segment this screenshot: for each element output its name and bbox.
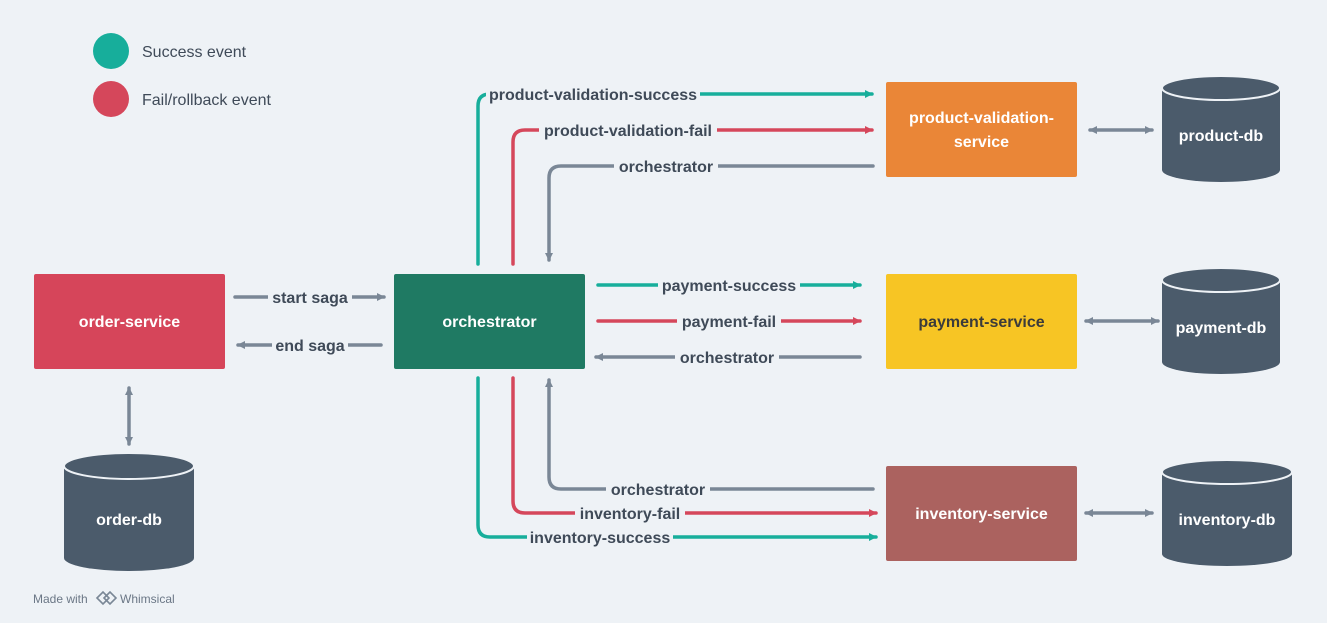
- legend: Success event Fail/rollback event: [93, 33, 272, 117]
- payment-orchestrator-label: orchestrator: [680, 350, 774, 367]
- success-legend-label: Success event: [142, 44, 247, 61]
- order-service-node[interactable]: order-service: [34, 274, 225, 369]
- payment-service-label: payment-service: [918, 314, 1044, 331]
- order-service-label: order-service: [79, 314, 180, 331]
- connectors: [125, 90, 1160, 541]
- product-validation-service-label-line2: service: [954, 134, 1009, 151]
- made-with-text: Made with: [33, 592, 88, 606]
- orchestrator-label: orchestrator: [442, 314, 536, 331]
- fail-legend-label: Fail/rollback event: [142, 92, 272, 109]
- product-validation-fail-arrow: [511, 126, 874, 266]
- order-db-cylinder[interactable]: order-db: [63, 452, 195, 571]
- inventory-fail-label: inventory-fail: [580, 506, 680, 523]
- inventory-orchestrator-arrow: [545, 378, 875, 491]
- inventory-db-cylinder[interactable]: inventory-db: [1161, 459, 1293, 566]
- inventory-success-label: inventory-success: [530, 530, 671, 547]
- orchestrator-node[interactable]: orchestrator: [394, 274, 585, 369]
- inventory-service-node[interactable]: inventory-service: [886, 466, 1077, 561]
- payment-fail-label: payment-fail: [682, 314, 776, 331]
- product-validation-service-label-line1: product-validation-: [909, 110, 1054, 127]
- inventory-fail-arrow: [511, 376, 878, 517]
- inventory-service-label: inventory-service: [915, 506, 1048, 523]
- footer: Made with Whimsical: [33, 590, 175, 606]
- success-legend-dot: [93, 33, 129, 69]
- start-saga-label: start saga: [272, 290, 348, 307]
- inventory-db-label: inventory-db: [1179, 512, 1276, 529]
- inventory-orchestrator-label: orchestrator: [611, 482, 705, 499]
- whimsical-logo-icon: [95, 590, 118, 606]
- product-validation-success-label: product-validation-success: [489, 87, 697, 104]
- fail-legend-dot: [93, 81, 129, 117]
- payment-service-node[interactable]: payment-service: [886, 274, 1077, 369]
- product-validation-success-arrow: [476, 90, 874, 266]
- edge-labels: start saga end saga product-validation-s…: [268, 84, 800, 547]
- inventory-success-arrow: [476, 376, 878, 541]
- payment-db-cylinder[interactable]: payment-db: [1161, 267, 1281, 374]
- product-validation-service-node[interactable]: product-validation- service: [886, 82, 1077, 177]
- product-db-cylinder[interactable]: product-db: [1161, 75, 1281, 182]
- product-validation-fail-label: product-validation-fail: [544, 123, 712, 140]
- order-db-label: order-db: [96, 512, 162, 529]
- product-orchestrator-label: orchestrator: [619, 159, 713, 176]
- product-db-label: product-db: [1179, 128, 1264, 145]
- end-saga-label: end saga: [275, 338, 344, 355]
- payment-success-label: payment-success: [662, 278, 796, 295]
- payment-db-label: payment-db: [1176, 320, 1267, 337]
- whimsical-brand-text[interactable]: Whimsical: [120, 592, 175, 606]
- product-orchestrator-arrow: [545, 164, 875, 262]
